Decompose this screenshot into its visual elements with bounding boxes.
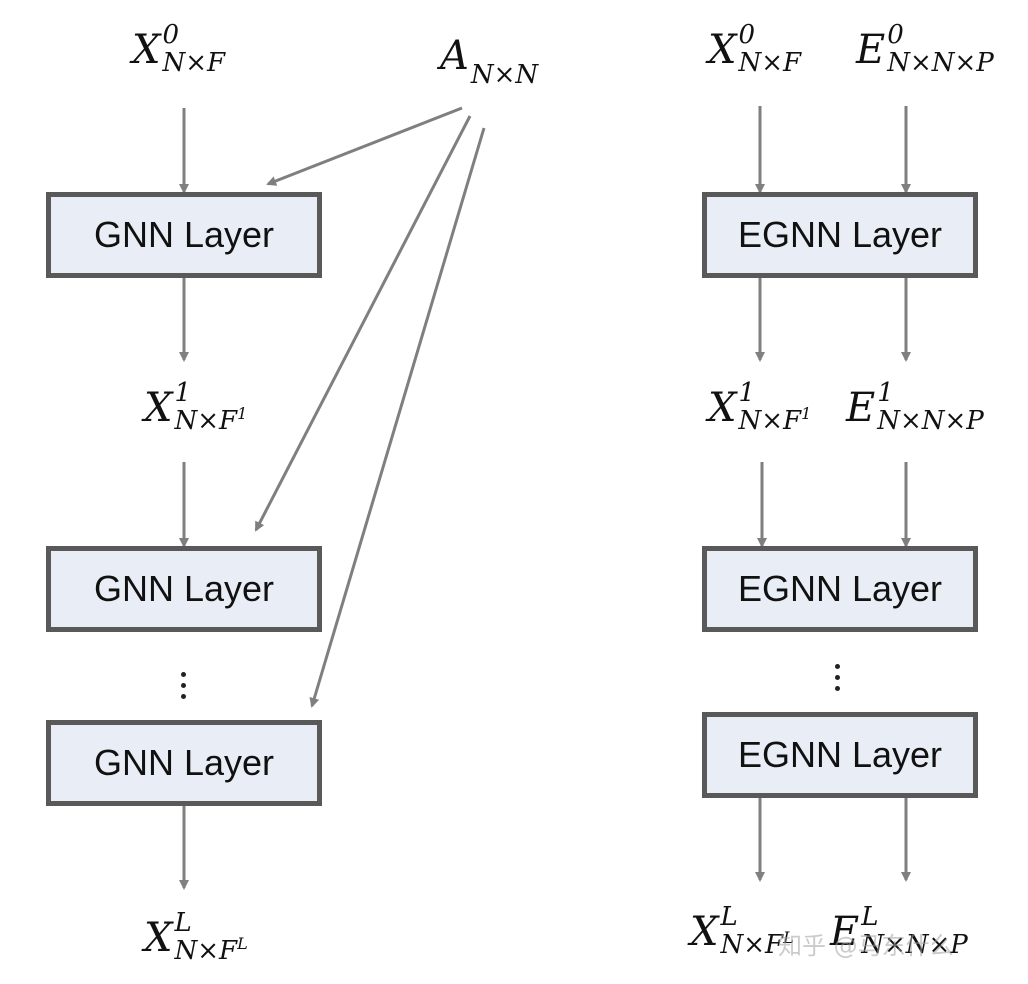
gnn-layer-1: GNN Layer	[46, 192, 322, 278]
arrow-adj-to-gnn3	[309, 127, 486, 708]
left-ellipsis	[181, 672, 186, 699]
egnn-layer-3: EGNN Layer	[702, 712, 978, 798]
gnn-layer-3: GNN Layer	[46, 720, 322, 806]
egnn-layer-1-label: EGNN Layer	[737, 214, 943, 255]
egnn-layer-3-label: EGNN Layer	[737, 734, 943, 775]
egnn-layer-2: EGNN Layer	[702, 546, 978, 632]
arrow-adj-to-gnn2	[254, 115, 472, 532]
watermark-text: 知乎 @马东什么	[778, 932, 954, 960]
egnn-layer-1: EGNN Layer	[702, 192, 978, 278]
gnn-layer-1-label: GNN Layer	[93, 214, 275, 255]
egnn-layer-2-label: EGNN Layer	[737, 568, 943, 609]
right-ellipsis	[835, 664, 840, 691]
gnn-layer-2-label: GNN Layer	[93, 568, 275, 609]
left-input-adjacency: AN×N	[440, 33, 539, 90]
gnn-layer-3-label: GNN Layer	[93, 742, 275, 783]
gnn-layer-2: GNN Layer	[46, 546, 322, 632]
arrow-adj-to-gnn1	[266, 106, 463, 186]
